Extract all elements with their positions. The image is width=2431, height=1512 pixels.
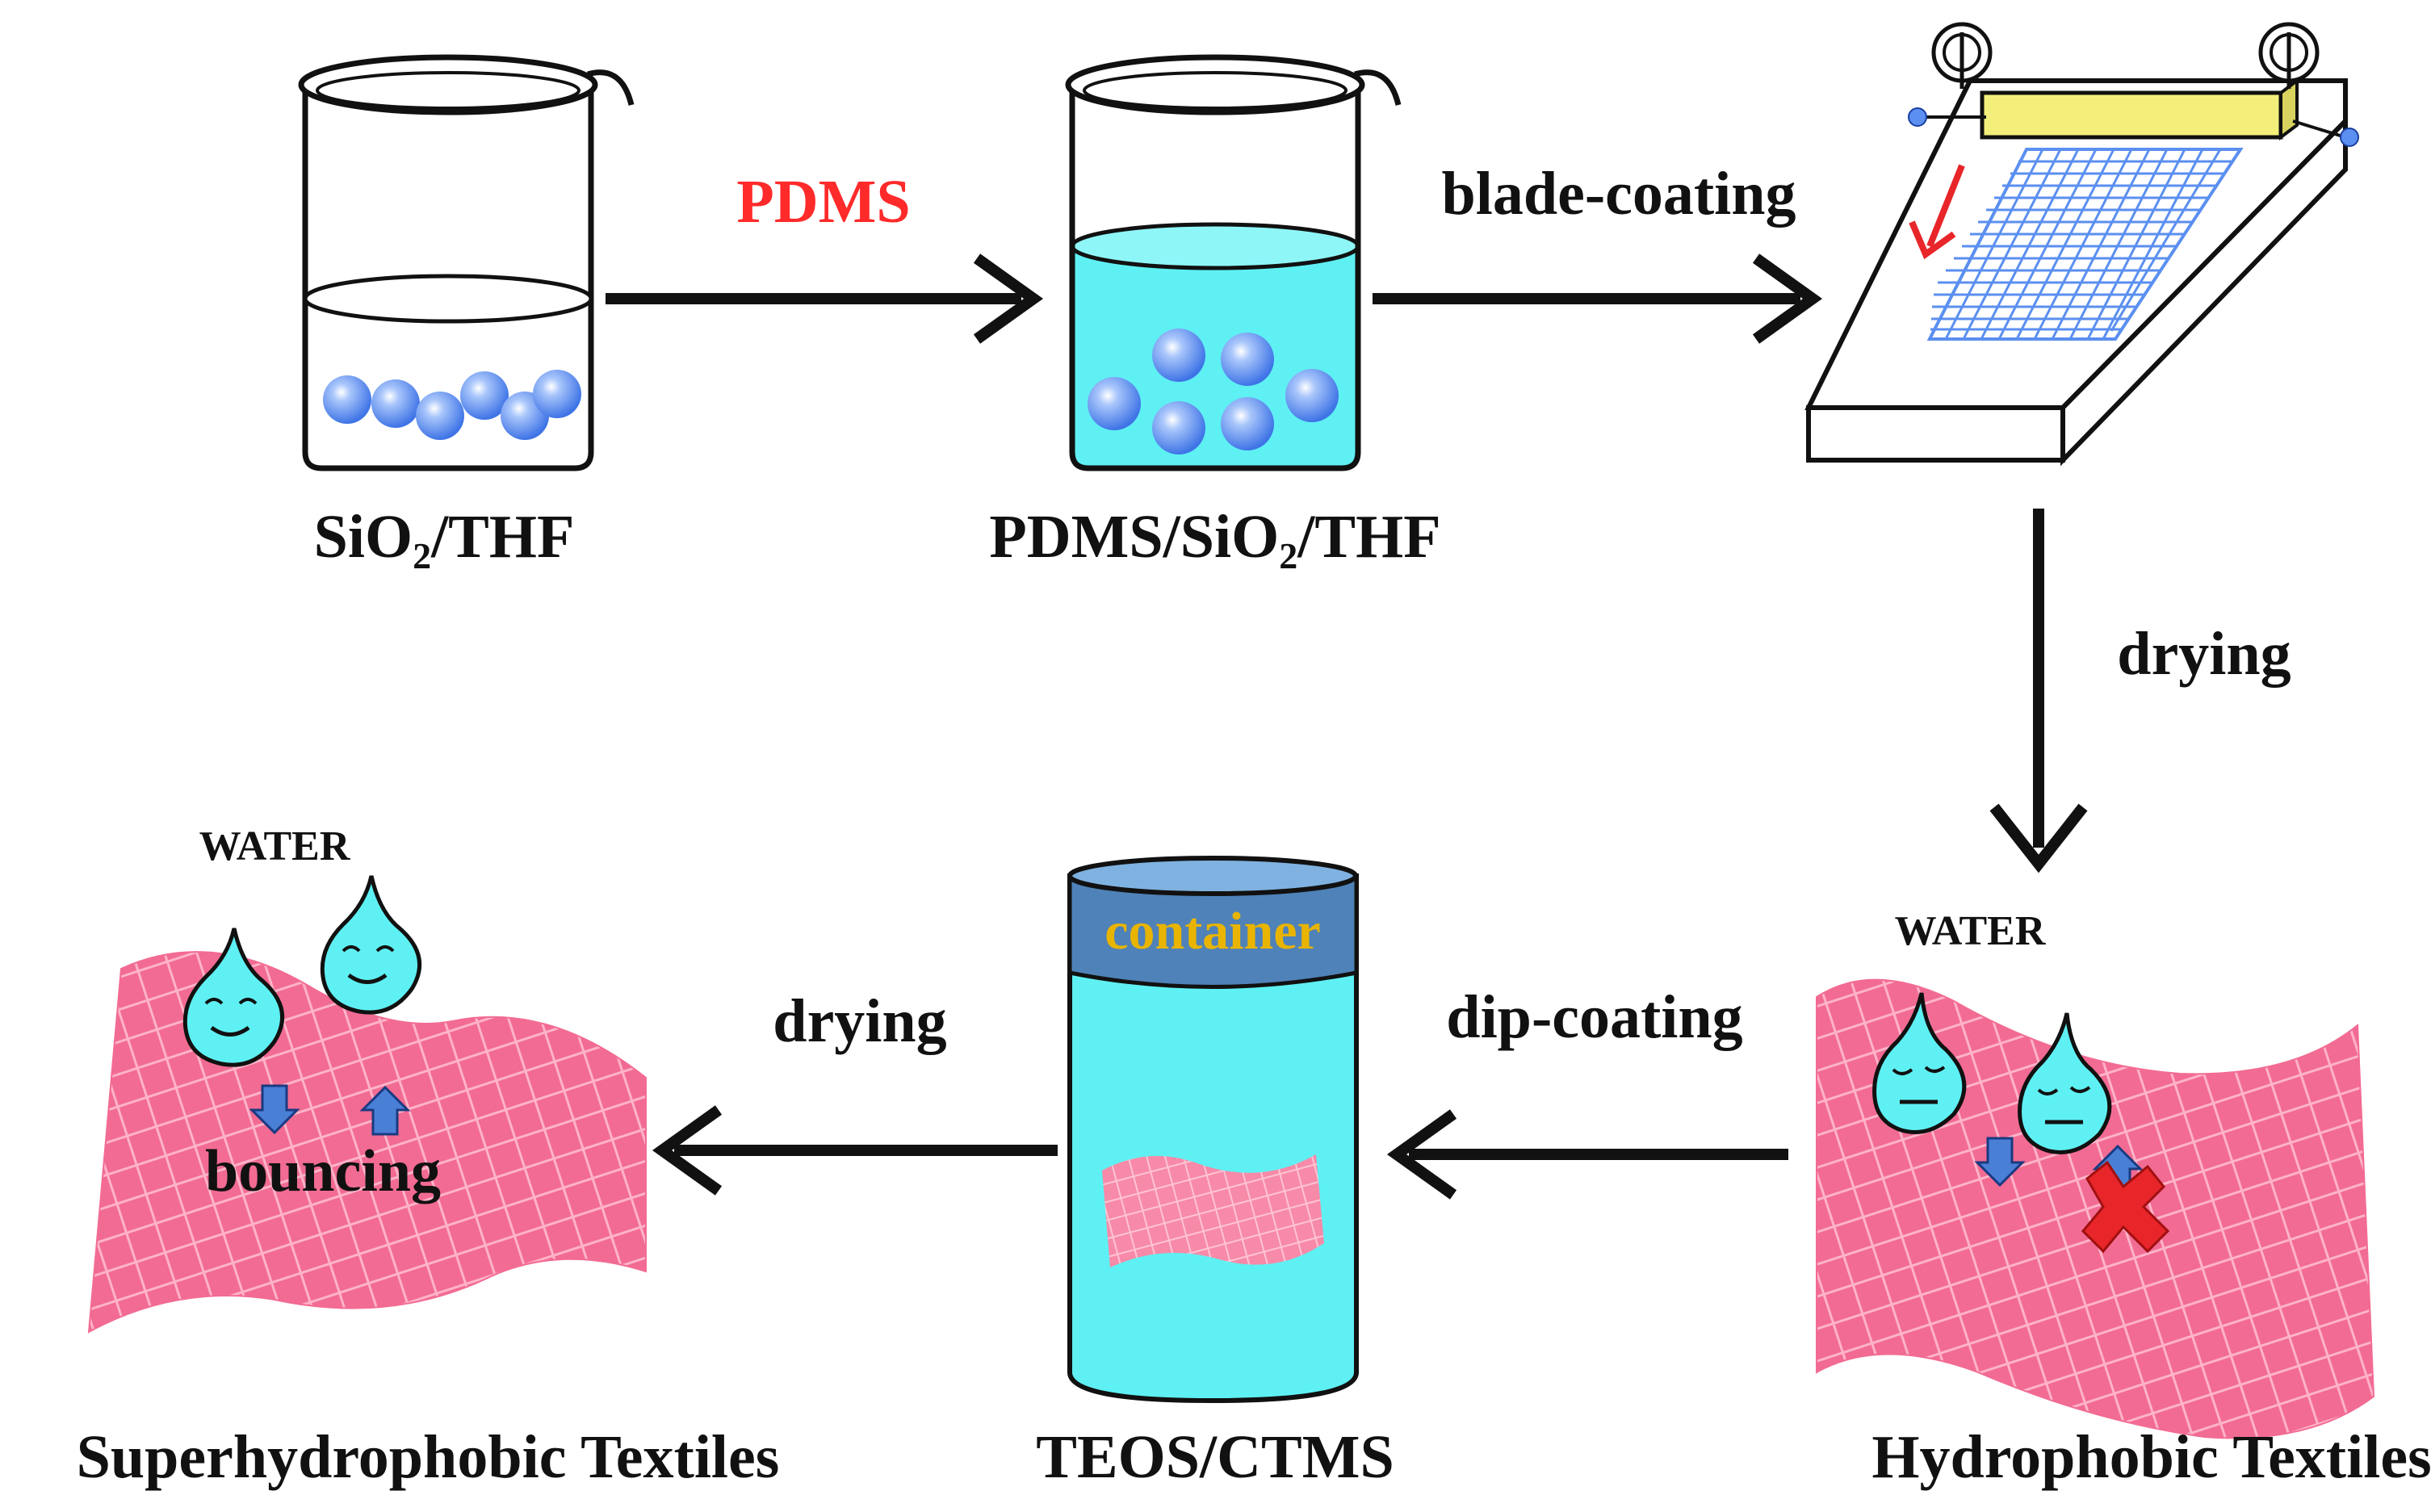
knob-left bbox=[1931, 22, 1993, 89]
coating-direction-arrow bbox=[1926, 164, 1965, 248]
label-teos-ctms: TEOS/CTMS bbox=[1036, 1423, 1394, 1491]
label-sio2-thf: SiO2/THF bbox=[314, 503, 575, 576]
knob-right bbox=[2258, 22, 2320, 89]
label-water-left: WATER bbox=[199, 823, 351, 869]
water-drop-happy-1 bbox=[182, 928, 285, 1067]
beaker-sio2-thf bbox=[298, 54, 635, 471]
cross-icon bbox=[2081, 1160, 2170, 1254]
arrowhead-3 bbox=[1386, 1109, 1457, 1200]
arrowhead-4 bbox=[652, 1105, 723, 1196]
label-hydrophobic-textiles: Hydrophobic Textiles bbox=[1871, 1423, 2431, 1491]
water-drop-sad-1 bbox=[1872, 992, 1967, 1134]
label-dip-coating: dip-coating bbox=[1446, 983, 1742, 1051]
label-pdms-sio2-thf: PDMS/SiO2/THF bbox=[989, 503, 1440, 576]
blade-coater bbox=[1804, 22, 2359, 467]
beaker-pdms-sio2-thf bbox=[1065, 54, 1402, 471]
silica-particles bbox=[323, 370, 581, 440]
arrowhead-down bbox=[1989, 803, 2088, 873]
label-superhydrophobic-textiles: Superhydrophobic Textiles bbox=[77, 1423, 780, 1491]
up-arrow-icon bbox=[359, 1085, 411, 1136]
immersed-textile bbox=[1102, 1154, 1324, 1267]
down-arrow-icon bbox=[249, 1084, 300, 1135]
coating-blade bbox=[1980, 90, 2283, 140]
arrowhead-1 bbox=[973, 253, 1044, 344]
label-drying-left: drying bbox=[773, 987, 946, 1055]
label-pdms: PDMS bbox=[736, 168, 910, 236]
label-water-right: WATER bbox=[1895, 908, 2047, 954]
label-bouncing: bouncing bbox=[205, 1138, 441, 1204]
dispersed-particles bbox=[1088, 329, 1339, 454]
water-drop-happy-2 bbox=[320, 875, 422, 1015]
water-drop-sad-2 bbox=[2018, 1012, 2112, 1154]
label-blade-coating: blade-coating bbox=[1441, 160, 1796, 228]
label-drying-vertical: drying bbox=[2117, 620, 2291, 688]
label-container: container bbox=[1104, 902, 1321, 961]
teos-ctms-container bbox=[1067, 856, 1359, 1404]
substrate-mesh bbox=[1926, 148, 2244, 341]
arrowhead-2 bbox=[1752, 253, 1823, 344]
down-arrow-icon bbox=[1974, 1137, 2026, 1187]
